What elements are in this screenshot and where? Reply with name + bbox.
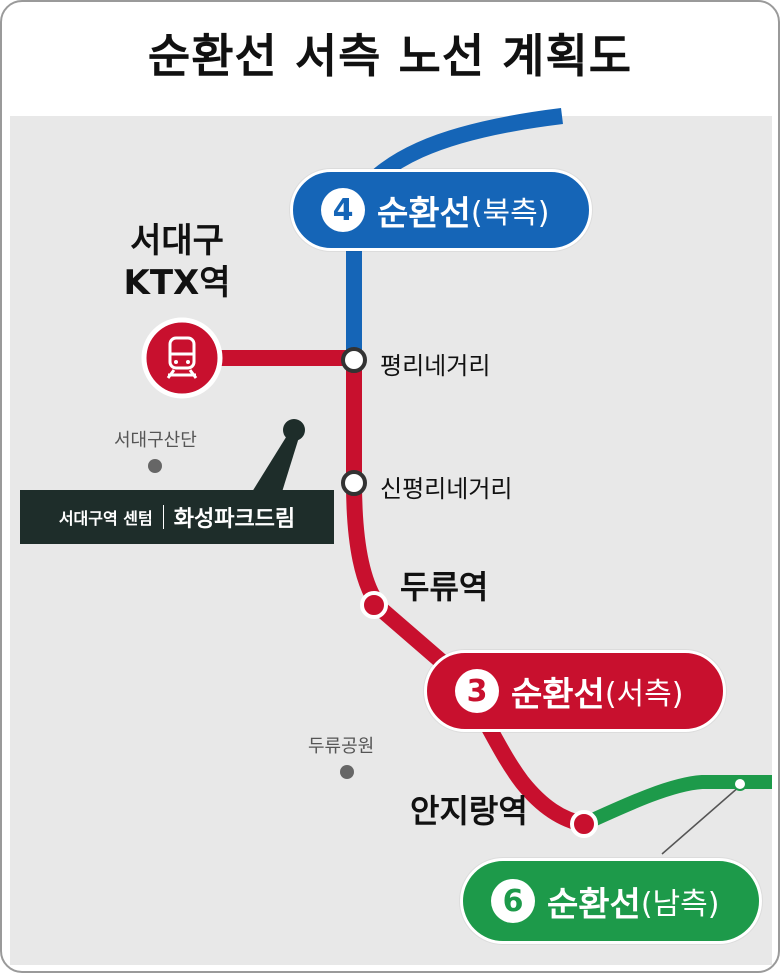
sinpyeongri-station-marker <box>341 470 367 496</box>
callout-left-text: 서대구역 센텀 <box>58 509 153 528</box>
pyeongri-label: 평리네거리 <box>380 352 491 380</box>
line3-suffix: (서측) <box>604 677 684 712</box>
ktx-name-line2: KTX역 <box>123 263 231 303</box>
callout-divider <box>162 505 164 529</box>
duryu-label: 두류역 <box>400 568 489 606</box>
line4-number: 4 <box>321 188 365 232</box>
park-poi-label: 두류공원 <box>308 736 375 757</box>
line6-leader <box>661 785 741 855</box>
line3-number: 3 <box>455 669 499 713</box>
line6-suffix: (남측) <box>640 887 720 922</box>
duryu-station-marker <box>360 591 388 619</box>
apartment-callout: 서대구역 센텀 화성파크드림 <box>20 490 334 544</box>
anjirang-station-marker <box>570 810 598 838</box>
anjirang-label: 안지랑역 <box>410 792 528 830</box>
line6-badge: 6 순환선 (남측) <box>460 858 762 944</box>
line6-number: 6 <box>491 879 535 923</box>
line4-suffix: (북측) <box>470 196 550 231</box>
callout-right-text: 화성파크드림 <box>173 507 296 532</box>
line4-name: 순환선 <box>377 193 471 234</box>
map-title: 순환선 서측 노선 계획도 <box>147 29 633 83</box>
ktx-station-label: 서대구 KTX역 <box>102 220 252 304</box>
line6-name: 순환선 <box>547 884 641 925</box>
train-icon <box>166 336 198 379</box>
line6-small-station <box>733 777 747 791</box>
industrial-poi-marker <box>148 459 162 473</box>
pyeongri-station-marker <box>341 347 367 373</box>
line6-track <box>581 775 772 831</box>
ktx-name-line1: 서대구 <box>130 221 224 261</box>
sinpyeongri-label: 신평리네거리 <box>380 475 513 503</box>
ktx-station-marker <box>141 317 223 399</box>
line3-badge: 3 순환선 (서측) <box>424 650 726 732</box>
industrial-poi-label: 서대구산단 <box>114 430 197 451</box>
line4-badge: 4 순환선 (북측) <box>290 169 592 251</box>
callout-pointer <box>252 434 300 492</box>
line3-name: 순환선 <box>511 674 605 715</box>
park-poi-marker <box>340 765 354 779</box>
